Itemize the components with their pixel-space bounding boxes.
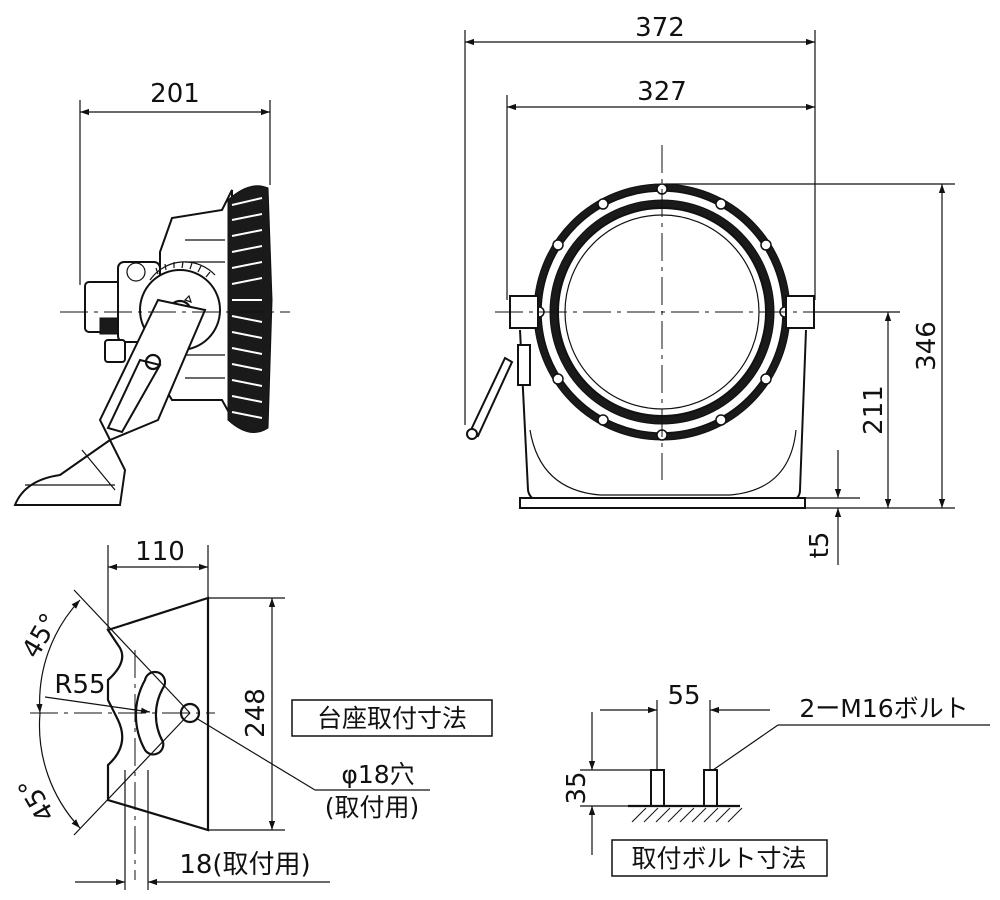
front-height-value: 346	[912, 321, 942, 371]
side-bracket-arm	[13, 298, 207, 506]
front-center-height-value: 211	[859, 385, 889, 435]
front-center-height-dimension: 211	[814, 311, 900, 508]
front-inner-width-dimension: 327	[506, 77, 815, 300]
base-offset-dimension: 18(取付用)	[75, 770, 330, 890]
base-plate-outline	[106, 596, 210, 832]
side-heatsink-fins	[227, 185, 273, 433]
base-height-value: 248	[241, 688, 271, 738]
base-offset-value: 18(取付用)	[179, 850, 310, 880]
base-hole-label: φ18穴	[341, 760, 414, 789]
base-height-dimension: 248	[208, 597, 285, 831]
front-thickness-dimension: t5	[800, 450, 860, 565]
bolt-right	[703, 769, 718, 807]
base-radius-leader	[44, 696, 151, 714]
base-angle-arc-top	[36, 599, 81, 714]
base-angle-top-label: 45°	[17, 609, 66, 664]
front-inner-width-value: 327	[637, 77, 687, 107]
front-lamp-body	[509, 183, 815, 441]
front-view: 372 327	[464, 13, 955, 565]
bolt-height-dimension: 35	[562, 712, 651, 855]
front-flange-bolts	[533, 183, 791, 441]
bolt-spacing-value: 55	[667, 681, 700, 711]
bolt-title: 取付ボルト寸法	[631, 844, 806, 873]
bolt-ground	[628, 804, 743, 823]
base-title-box	[291, 699, 493, 737]
base-angle-arc-bottom	[38, 712, 81, 829]
base-hole-leader	[195, 717, 316, 791]
base-width-value: 110	[135, 537, 185, 567]
front-height-dimension: 346	[665, 183, 955, 509]
bolt-height-value: 35	[562, 771, 592, 804]
bolt-label-leader	[712, 724, 779, 771]
base-angle-bottom-label: 45°	[13, 772, 62, 827]
base-title: 台座取付寸法	[317, 704, 467, 733]
front-overall-width-value: 372	[635, 13, 685, 43]
base-radius-value: R55	[54, 670, 105, 700]
side-width-value: 201	[150, 79, 200, 109]
base-slot	[134, 670, 167, 756]
front-base-plate	[519, 497, 806, 509]
base-mount-diagram: 110 45° 45° R55 248 φ18穴 (取付用)	[13, 537, 493, 890]
base-width-dimension: 110	[107, 537, 209, 630]
bolt-title-box	[611, 839, 828, 877]
front-thickness-value: t5	[805, 532, 835, 559]
side-view: 201	[13, 79, 290, 506]
base-hole-note: (取付用)	[325, 793, 420, 822]
bolt-mount-diagram: 55 35 2ーM16ボルト	[562, 681, 990, 877]
bolt-spacing-dimension: 55	[600, 681, 770, 770]
front-overall-width-dimension: 372	[464, 13, 816, 425]
bolt-label: 2ーM16ボルト	[799, 694, 968, 723]
side-width-dimension: 201	[79, 79, 271, 285]
bolt-left	[650, 769, 665, 807]
